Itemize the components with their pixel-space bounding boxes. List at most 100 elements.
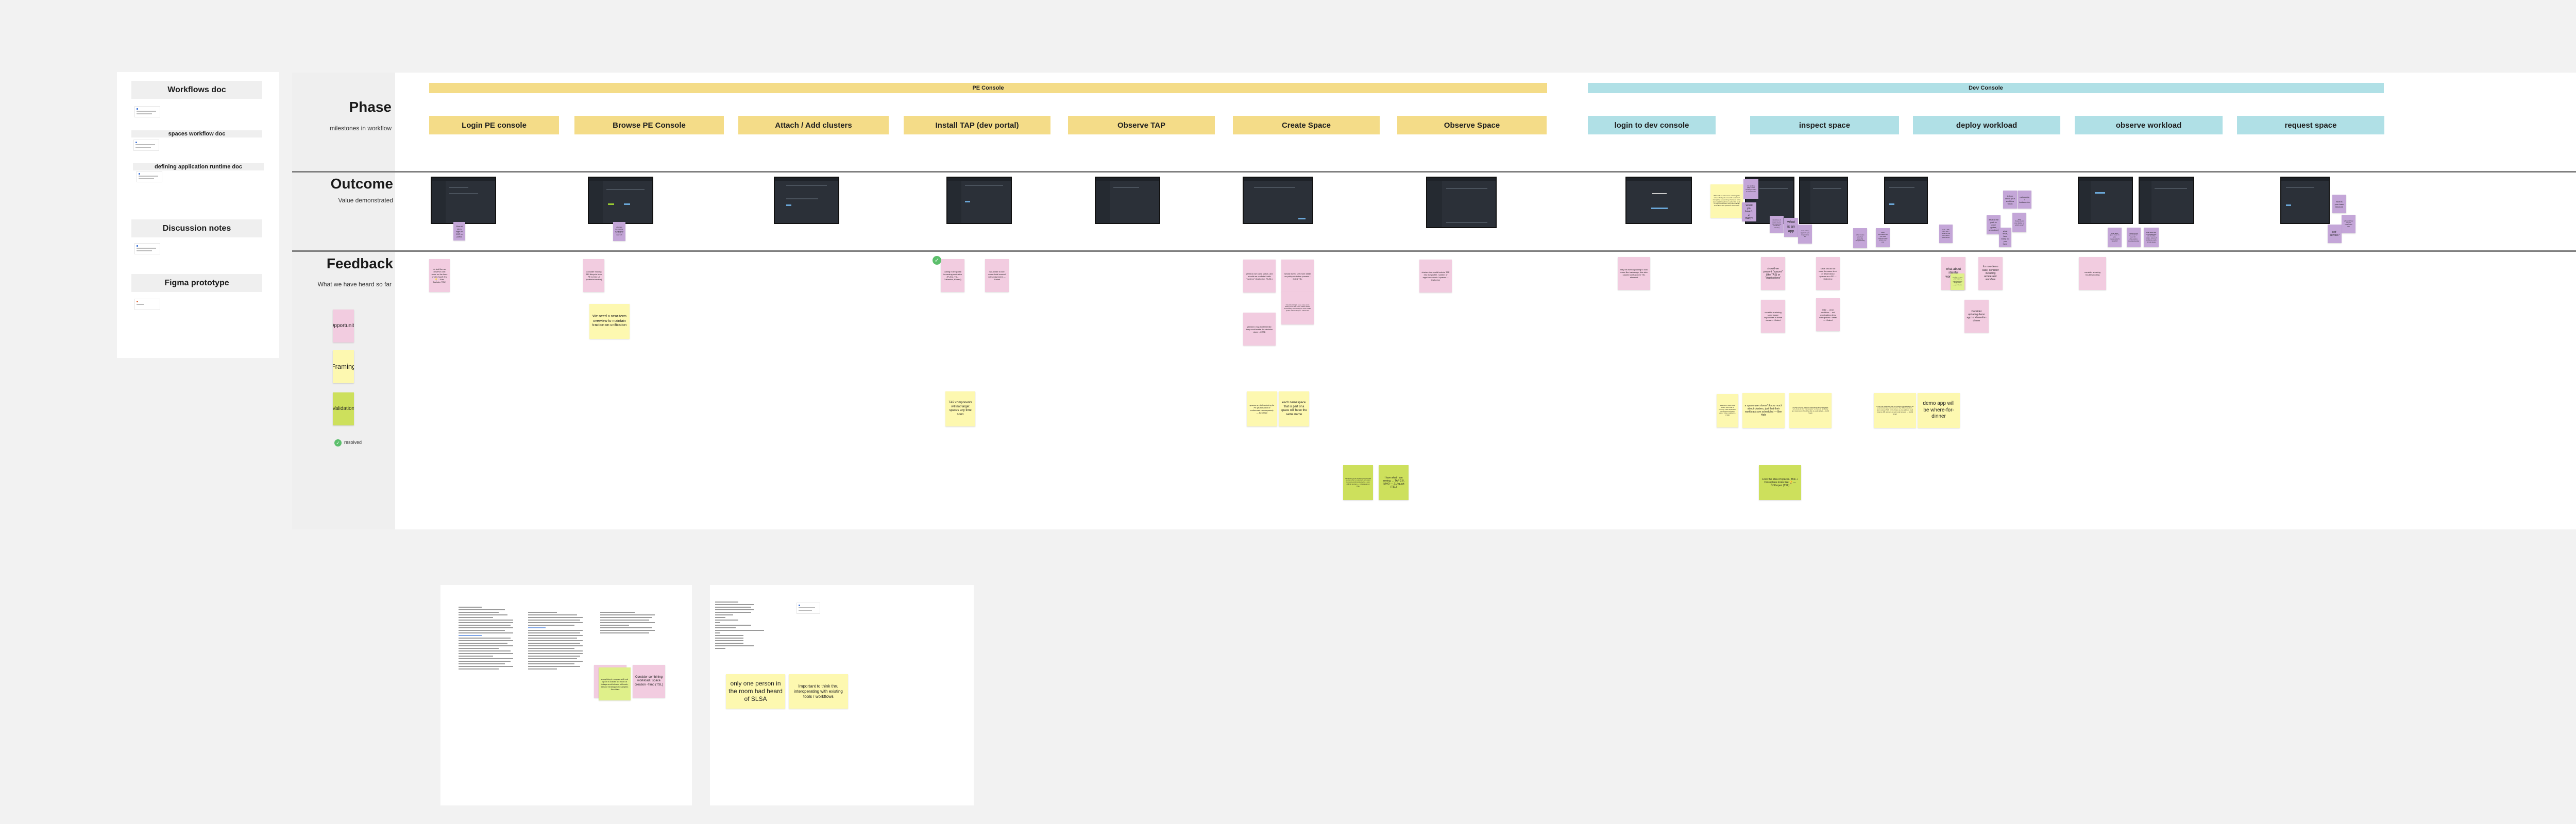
opportunity-note[interactable]: Devs should not need the same level of d… <box>1816 257 1840 290</box>
opportunity-note[interactable]: platform eng didnt feel like they could … <box>1243 313 1276 346</box>
outcome-note[interactable]: what information do you want need to kno… <box>1876 228 1890 247</box>
outcome-note[interactable]: what is an app <box>1784 218 1798 237</box>
doc-text-column <box>715 602 767 650</box>
phase-login-dev-console[interactable]: login to dev console <box>1588 116 1716 134</box>
outcome-note[interactable]: would you have 1, 2, many? <box>1742 202 1756 221</box>
figma-prototype-title: Figma prototype <box>131 274 262 292</box>
validation-note[interactable]: everything in a space will end up on a c… <box>1951 273 1964 290</box>
workflows-doc-link[interactable] <box>134 106 160 117</box>
screenshot-pe-login[interactable] <box>431 177 496 224</box>
discussion-notes-link[interactable] <box>134 243 160 254</box>
screenshot-observe-workload-2[interactable] <box>2139 177 2194 224</box>
outcome-note[interactable]: self-service? <box>2328 225 2342 243</box>
phase-create-space[interactable]: Create Space <box>1233 116 1380 134</box>
validation-note[interactable]: everything in a space will end up on a c… <box>599 667 631 700</box>
resolved-check-icon: ✓ <box>334 439 342 447</box>
outcome-note[interactable]: When will we want to be surfacing this s… <box>1710 184 1743 218</box>
legend-framing: Framing <box>333 350 354 383</box>
pe-console-banner: PE Console <box>429 83 1547 93</box>
framing-note[interactable]: In the first phase we plan to onboard th… <box>1874 393 1916 428</box>
opportunity-note[interactable]: should we present "spaces" (like TAS) or… <box>1761 257 1785 290</box>
opportunity-note[interactable]: cluster view could include TAP info like… <box>1419 260 1452 293</box>
framing-note[interactable]: we are trying to keep the experience aro… <box>1789 393 1832 428</box>
screenshot-pe-browse[interactable] <box>588 177 653 224</box>
runtime-doc-title: defining application runtime doc <box>133 163 264 170</box>
framing-note[interactable]: a space user doesn't know much about clu… <box>1742 393 1785 428</box>
validation-note[interactable]: Love the idea of spaces. This + Crosspla… <box>1759 465 1801 500</box>
opportunity-note[interactable]: consider surfacing some space capabiliti… <box>1761 300 1785 333</box>
opportunity-note[interactable]: Would like to see more detail on policy … <box>1281 260 1314 293</box>
opportunity-note[interactable]: Consider updating demo app to where-for-… <box>1964 300 1989 333</box>
opportunity-note[interactable]: would like to see more detail around rol… <box>985 259 1009 292</box>
outcome-note[interactable]: tell me about your workflow today <box>2003 191 2017 209</box>
outcome-note[interactable]: what is your team structure <box>2332 195 2346 213</box>
outcome-note[interactable]: what does day 2 (troubleshoot, etc) look… <box>2144 228 2159 247</box>
screenshot-attach-clusters[interactable] <box>774 177 839 224</box>
screenshot-observe-workload-1[interactable] <box>2078 177 2133 224</box>
framing-note[interactable]: Important to think thru interoperating w… <box>789 674 848 709</box>
opportunity-note[interactable]: What do we call a space, and should we c… <box>1243 260 1276 293</box>
opportunity-note[interactable]: Cloud-bursting is a use case we're seein… <box>1281 291 1314 324</box>
figma-prototype-link[interactable] <box>134 299 160 310</box>
screenshot-inspect-space-2[interactable] <box>1799 177 1848 224</box>
phase-install-tap[interactable]: Install TAP (dev portal) <box>904 116 1050 134</box>
framing-note[interactable]: We need a near-term overview to maintain… <box>589 304 630 339</box>
screenshot-install-tap[interactable] <box>946 177 1012 224</box>
outcome-divider <box>292 171 2576 173</box>
outcome-note[interactable]: IA, landing page "what would you want as… <box>1743 179 1758 199</box>
screenshot-deploy-workload[interactable] <box>1884 177 1928 224</box>
discussion-notes-frame-1: everything in a space will end up on a c… <box>440 585 692 805</box>
phase-observe-space[interactable]: Observe Space <box>1397 116 1547 134</box>
screenshot-observe-tap[interactable] <box>1095 177 1160 224</box>
validation-note[interactable]: this seems to be a strong opinion that w… <box>1343 465 1373 500</box>
outcome-note[interactable]: what info do you look for / need for ...… <box>2127 228 2141 247</box>
doc-text-column <box>600 612 658 635</box>
outcome-note[interactable]: Should devs login to CSP or portal <box>453 222 465 241</box>
opportunity-note[interactable]: do feel like we deserve a bit more on th… <box>429 259 450 292</box>
screenshot-create-space[interactable] <box>1243 177 1313 224</box>
framing-note[interactable]: each namespace that is part of a space w… <box>1279 391 1309 426</box>
phase-login-pe-console[interactable]: Login PE console <box>429 116 559 134</box>
validation-note[interactable]: I love what I am seeing, ... TAP 2.0, IM… <box>1379 465 1409 500</box>
outcome-note[interactable]: what envs, how many do you have <box>1999 228 2011 247</box>
outcome-note[interactable]: tools - IDE, CLI, GUI - what do you use,… <box>1939 225 1953 243</box>
phase-inspect-space[interactable]: inspect space <box>1750 116 1899 134</box>
outcome-note[interactable]: painpoints / bottlenecks <box>2018 191 2031 209</box>
outcome-note[interactable]: what is the path to prod (gates, promoti… <box>1987 215 2001 234</box>
framing-note[interactable]: TAP components will not target spaces an… <box>945 391 975 426</box>
outcome-note[interactable]: who and how do you collaborate with <box>2342 215 2355 233</box>
outcome-note[interactable]: what does good mean to you (measurable?)… <box>2108 228 2122 247</box>
workflows-doc-title: Workflows doc <box>131 81 262 99</box>
opportunity-note[interactable]: Calling it dev portal is causing confusi… <box>941 259 964 292</box>
phase-attach-clusters[interactable]: Attach / Add clusters <box>738 116 889 134</box>
outcome-note[interactable]: what are the number of things we are lik… <box>613 222 625 241</box>
opportunity-note[interactable]: may be worth updating to look more like … <box>1618 257 1650 290</box>
phase-observe-workload[interactable]: observe workload <box>2075 116 2223 134</box>
screenshot-request-space[interactable] <box>2280 177 2330 224</box>
phase-observe-tap[interactable]: Observe TAP <box>1068 116 1215 134</box>
outcome-note[interactable]: what makes you feel powerful (empowered) <box>1853 228 1867 248</box>
feedback-row-subtitle: What we have heard so far <box>317 281 392 288</box>
outcome-note[interactable]: how frequently do you deploy, to which e… <box>2012 213 2026 232</box>
screenshot-dev-login[interactable] <box>1625 177 1692 224</box>
phase-browse-pe-console[interactable]: Browse PE Console <box>574 116 724 134</box>
doc-text-column <box>459 607 516 671</box>
phase-request-space[interactable]: request space <box>2237 116 2384 134</box>
outcome-note[interactable]: how many apps are you responsible for <box>1798 225 1812 244</box>
opportunity-note[interactable]: for non-demo case, consider including ac… <box>1978 257 2003 290</box>
opportunity-note[interactable]: Consider moving API lifecycle from PE to… <box>583 259 604 292</box>
doc-link-card[interactable] <box>796 603 820 614</box>
framing-note[interactable]: spaces are toil-reducing for PE (automat… <box>1247 391 1277 426</box>
framing-note[interactable]: "Devs don't even know where their stuff … <box>1717 394 1738 427</box>
runtime-doc-link[interactable] <box>137 171 162 182</box>
spaces-workflow-doc-link[interactable] <box>133 140 159 151</box>
framing-note[interactable]: only one person in the room had heard of… <box>726 674 785 709</box>
opportunity-note[interactable]: I like ... clear workflow ... not overlo… <box>1816 298 1840 331</box>
outcome-note[interactable]: what does it mean to you (microservice, … <box>1770 216 1784 233</box>
opportunity-note[interactable]: consider showing troubleshooting <box>2079 257 2106 290</box>
opportunity-note[interactable]: Consider combining workload / space crea… <box>633 665 665 698</box>
spaces-workflow-doc-title: spaces workflow doc <box>131 130 262 138</box>
phase-deploy-workload[interactable]: deploy workload <box>1913 116 2060 134</box>
screenshot-observe-space[interactable] <box>1426 177 1497 228</box>
framing-note[interactable]: demo app will be where-for-dinner <box>1918 393 1960 428</box>
